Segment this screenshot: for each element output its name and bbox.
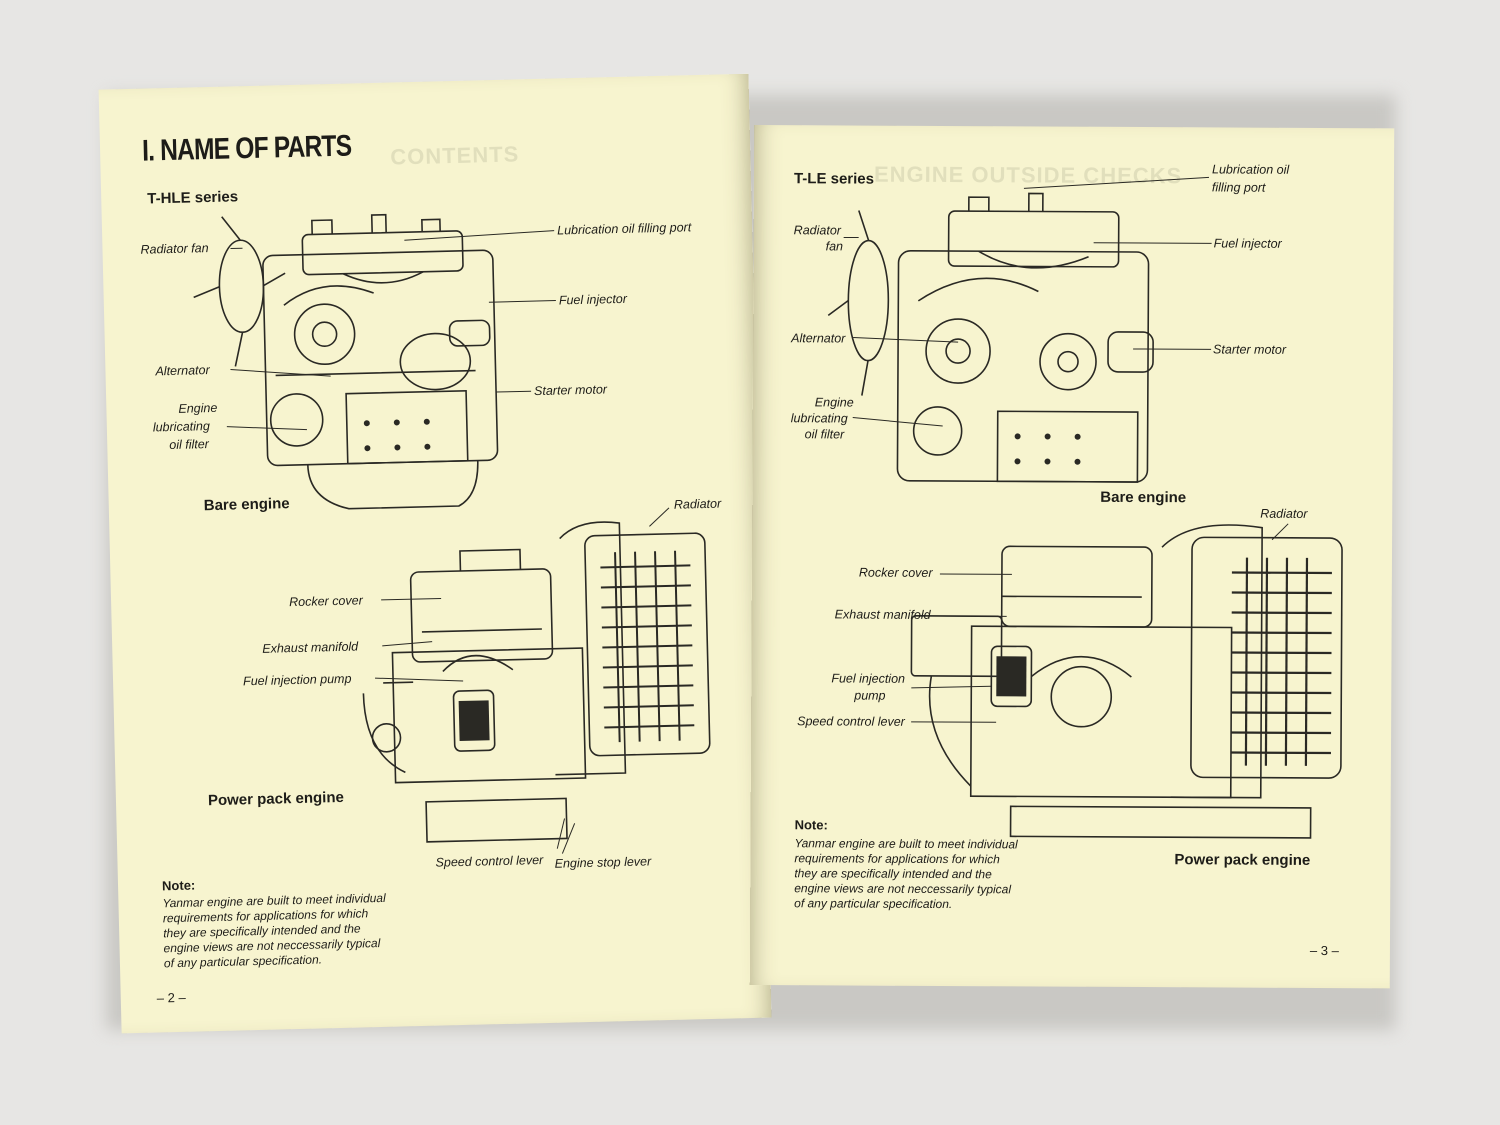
label-radiator: Radiator — [1260, 506, 1308, 521]
label-engine-stop-lever: Engine stop lever — [554, 854, 652, 871]
label-rocker-cover: Rocker cover — [288, 593, 363, 610]
power-pack-caption: Power pack engine — [207, 788, 345, 810]
power-pack-caption: Power pack engine — [1174, 851, 1311, 869]
note-line: Yanmar engine are built to meet individu… — [794, 836, 1018, 852]
left-page: CONTENTS I. NAME OF PARTS T-HLE series — [98, 73, 772, 1034]
note-body: Yanmar engine are built to meet individu… — [794, 836, 1049, 912]
label-speed-control-lever: Speed control lever — [797, 714, 905, 729]
label-exhaust-manifold: Exhaust manifold — [262, 639, 359, 656]
bare-engine-illustration — [827, 192, 1154, 483]
note-heading: Note: — [161, 877, 196, 894]
note-line: they are specifically intended and the — [794, 866, 992, 882]
note-line: of any particular specification. — [794, 896, 953, 912]
note-line: engine views are not neccessarily typica… — [794, 881, 1012, 897]
bare-engine-leader-lines — [843, 176, 1212, 427]
note-body: Yanmar engine are built to meet individu… — [162, 889, 449, 971]
note-line: requirements for applications for which — [794, 851, 1000, 867]
right-page: ENGINE OUTSIDE CHECKS T-LE series — [749, 125, 1395, 989]
label-fuel-injection-pump: Fuel injection pump — [242, 671, 352, 689]
power-pack-engine-illustration — [910, 524, 1343, 839]
bare-engine-illustration — [193, 213, 499, 510]
label-exhaust-manifold: Exhaust manifold — [834, 607, 931, 622]
power-pack-leader-lines — [911, 523, 1289, 723]
label-speed-control-lever: Speed control lever — [435, 853, 544, 870]
bare-engine-leader-lines — [226, 230, 556, 431]
page-number: – 3 – — [1309, 942, 1339, 959]
page-number: – 2 – — [156, 989, 186, 1006]
label-radiator: Radiator — [673, 496, 722, 512]
power-pack-engine-illustration — [362, 521, 711, 843]
label-fuel-injection-pump-line2: pump — [854, 688, 886, 703]
power-pack-leader-lines — [375, 507, 670, 854]
note-heading: Note: — [794, 817, 828, 833]
label-fuel-injection-pump-line1: Fuel injection — [831, 671, 906, 686]
label-rocker-cover: Rocker cover — [858, 565, 933, 580]
